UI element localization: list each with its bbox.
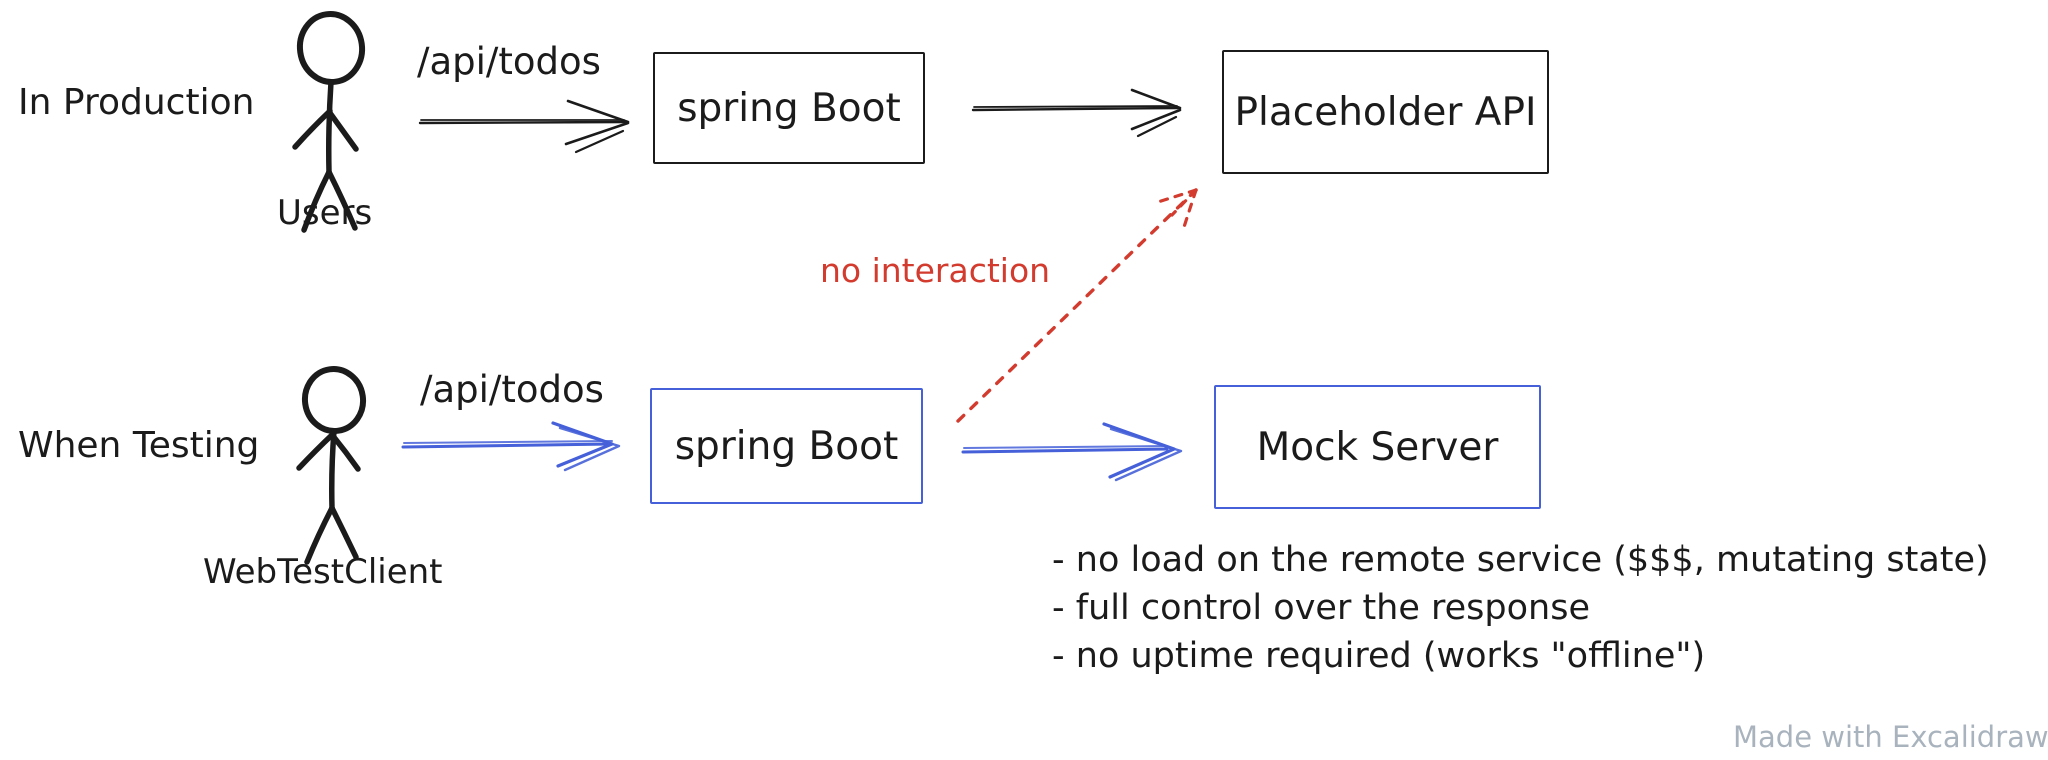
note-no-load: - no load on the remote service ($$$, mu… [1052, 540, 1989, 580]
webtestclient-label: WebTestClient [203, 552, 443, 592]
placeholder-api-box: Placeholder API [1222, 50, 1549, 174]
production-request-path-label: /api/todos [417, 40, 601, 83]
production-remote-arrow [971, 88, 1182, 138]
note-no-uptime: - no uptime required (works "offline") [1052, 636, 1706, 676]
users-stick-figure-icon [292, 11, 366, 233]
spring-boot-box-production: spring Boot [653, 52, 925, 164]
spring-boot-box-production-label: spring Boot [677, 85, 901, 131]
spring-boot-box-testing: spring Boot [650, 388, 923, 504]
no-interaction-dotted-arrow [956, 188, 1198, 423]
testing-request-path-label: /api/todos [420, 368, 604, 411]
testing-request-arrow [401, 421, 621, 472]
in-production-label: In Production [18, 82, 255, 123]
when-testing-label: When Testing [18, 425, 260, 466]
webtestclient-stick-figure-icon [296, 366, 367, 565]
mock-server-box: Mock Server [1214, 385, 1541, 509]
made-with-excalidraw-watermark: Made with Excalidraw [1733, 720, 2048, 754]
spring-boot-box-testing-label: spring Boot [674, 423, 899, 469]
mock-benefits-notes: - no load on the remote service ($$$, mu… [1052, 536, 1989, 680]
placeholder-api-box-label: Placeholder API [1234, 89, 1537, 135]
production-request-arrow [418, 99, 630, 154]
no-interaction-label: no interaction [820, 251, 1051, 290]
testing-mock-arrow [961, 422, 1183, 482]
mock-server-box-label: Mock Server [1256, 424, 1499, 470]
users-label: Users [277, 193, 373, 233]
note-full-control: - full control over the response [1052, 588, 1590, 628]
